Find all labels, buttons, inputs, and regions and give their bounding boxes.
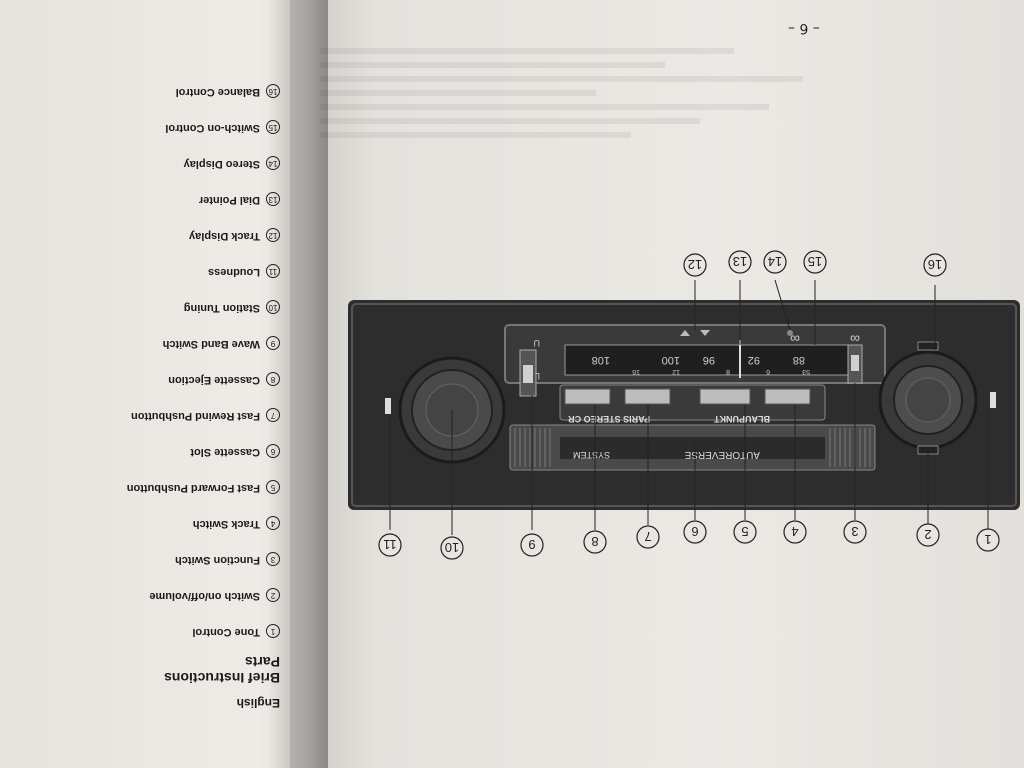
bleed-through-text <box>320 40 1010 700</box>
fm-scale-label: 88 <box>793 354 805 366</box>
mw-scale-label: 16 <box>632 368 640 375</box>
callout-12: 12 <box>683 253 707 277</box>
callout-number: 2 <box>924 527 931 542</box>
callout-number: 10 <box>445 540 459 555</box>
callout-number: 13 <box>733 254 747 269</box>
tone-lever <box>990 392 996 408</box>
callout-number: 6 <box>691 524 698 539</box>
callout-15: 15 <box>803 250 827 274</box>
callout-number: 5 <box>741 524 748 539</box>
callout-number: 1 <box>984 532 991 547</box>
callout-5: 5 <box>733 520 757 544</box>
fm-scale-label: 100 <box>662 354 680 366</box>
mw-scale-label: 8 <box>726 368 730 375</box>
callout-number: 9 <box>528 537 535 552</box>
callout-10: 10 <box>440 536 464 560</box>
track-arrow-b <box>700 330 710 336</box>
callout-6: 6 <box>683 520 707 544</box>
fm-scale-label: 108 <box>592 354 610 366</box>
callout-14: 14 <box>763 250 787 274</box>
track-arrow-a <box>680 330 690 336</box>
callout-7: 7 <box>636 525 660 549</box>
callout-8: 8 <box>583 530 607 554</box>
callout-number: 3 <box>851 524 858 539</box>
fm-scale-label: 92 <box>748 354 760 366</box>
callout-number: 12 <box>688 257 702 272</box>
autoreverse-label: AUTOREVERSE <box>684 449 760 460</box>
dial-scale <box>564 344 856 376</box>
svg-text:∞: ∞ <box>850 331 860 347</box>
left-page: English Brief Instructions Parts 1Tone C… <box>0 0 322 768</box>
book-gutter <box>268 0 328 768</box>
balance-tab <box>917 341 939 351</box>
eject-button <box>564 388 611 405</box>
rewind-button <box>624 388 671 405</box>
callout-number: 14 <box>768 254 782 269</box>
model-label: PARIS STEREO CR <box>568 414 650 424</box>
track-button <box>764 388 811 405</box>
callout-number: 8 <box>591 534 598 549</box>
callout-1: 1 <box>976 528 1000 552</box>
system-label: SYSTEM <box>573 450 610 460</box>
stereo-indicator <box>787 330 793 336</box>
mw-scale-label: 12 <box>672 368 680 375</box>
band-label-l: L <box>535 371 540 381</box>
callout-number: 7 <box>644 529 651 544</box>
brand-logo: BLAUPUNKT <box>714 414 770 424</box>
callout-16: 16 <box>923 253 947 277</box>
callout-2: 2 <box>916 523 940 547</box>
mw-scale-label: 6 <box>766 368 770 375</box>
fast-forward-button <box>699 388 751 405</box>
callout-13: 13 <box>728 250 752 274</box>
mw-scale-label: 53 <box>802 368 810 375</box>
stereo-symbol: ∞ <box>790 331 800 347</box>
callout-3: 3 <box>843 520 867 544</box>
band-label-u: U <box>534 338 541 348</box>
callout-4: 4 <box>783 520 807 544</box>
callout-number: 15 <box>808 254 822 269</box>
callout-11: 11 <box>378 533 402 557</box>
callout-number: 16 <box>928 257 942 272</box>
fm-scale-label: 96 <box>703 354 715 366</box>
callout-number: 11 <box>383 537 397 552</box>
callout-number: 4 <box>791 524 798 539</box>
callout-9: 9 <box>520 533 544 557</box>
loudness-switch <box>385 398 391 414</box>
